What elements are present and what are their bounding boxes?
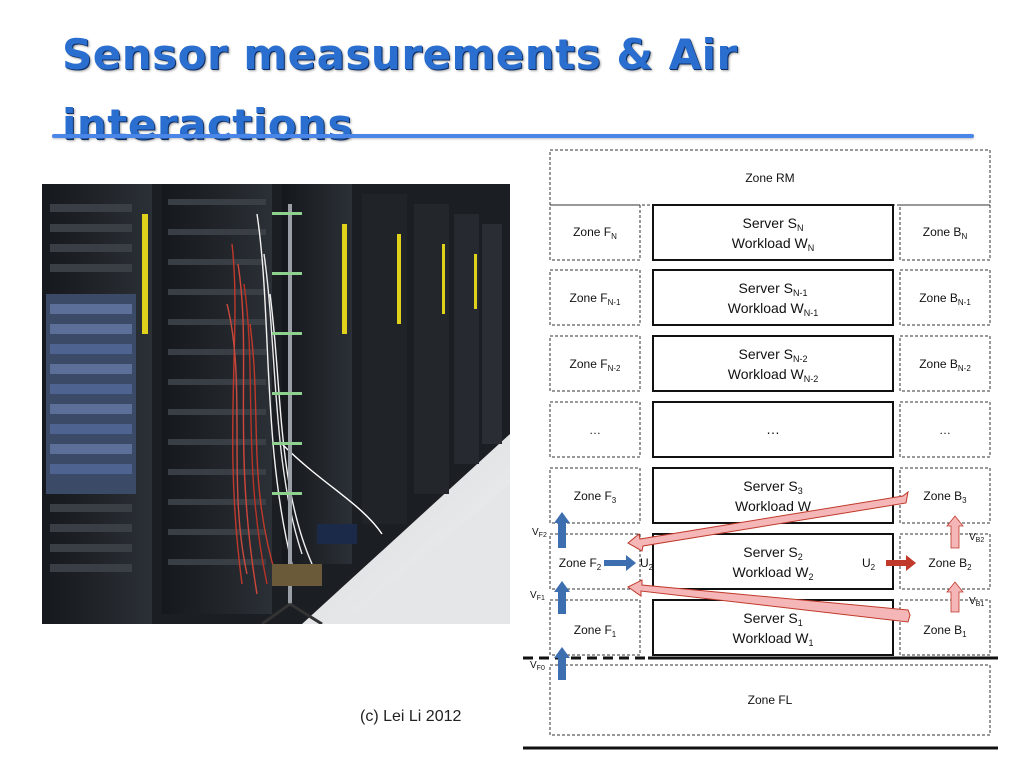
zone-back-label: Zone BN-1 [919,291,971,307]
workload-label: Workload WN-2 [728,366,819,384]
zone-front-label: Zone F3 [574,489,617,505]
laptop [317,524,357,544]
zone-back-label: Zone BN-2 [919,357,971,373]
zone-front-label: Zone FN-1 [570,291,621,307]
workload-label: Workload W [735,498,812,514]
zone-back-box [899,401,991,458]
recirculation-arrow-upper [627,490,909,552]
zone-front-box [549,467,641,524]
zone-back-box [899,335,991,392]
zone-front-label: Zone FN [573,225,617,241]
zone-back-label: Zone B3 [923,489,967,505]
zone-front-box [549,533,641,590]
zone-front-box [549,401,641,458]
zone-front-box [549,269,641,326]
server-label: Server SN [743,215,804,233]
zone-fl-label: Zone FL [748,693,793,707]
zone-back-box [899,204,991,261]
zone-back-box [899,269,991,326]
server-label: … [766,421,780,437]
row-2: Zone F2 Server S2 Workload W2 Zone B2 [549,533,991,590]
zone-front-label: Zone FN-2 [570,357,621,373]
vf2-label: VF2 [532,527,547,539]
photo-credit: (c) Lei Li 2012 [360,708,462,725]
server-rack-photo [42,184,510,624]
zone-back-label: Zone B2 [928,556,972,572]
workload-label: Workload WN [732,235,814,253]
zone-back-label: Zone BN [923,225,968,241]
server-box [652,335,894,392]
zone-fl-box [549,664,991,736]
zone-front-label: Zone F2 [559,556,602,572]
vb2-label: VB2 [969,532,984,544]
recirculation-arrow-lower [627,579,911,623]
server-box [652,533,894,590]
zone-front-box [549,335,641,392]
zone-front-box [549,204,641,261]
row-1: Zone F1 Server S1 Workload W1 Zone B1 [549,599,991,656]
sensor-cables [226,213,383,595]
rack-left [42,184,152,624]
sensor-pole [261,204,323,624]
vb1-label: VB1 [969,596,984,608]
title-underline [52,134,974,138]
row-n-2: Zone FN-2 Server SN-2 Workload WN-2 Zone… [549,335,991,392]
airflow-zone-diagram: Zone RM Zone FN Server SN Workload WN Zo… [523,149,998,750]
u2-exhaust-label: U2 [862,556,876,572]
workload-label: Workload WN-1 [728,300,819,318]
rack-middle [142,184,272,614]
zone-back-label: … [939,423,951,437]
slide-title-line-2: interactions [62,100,354,149]
server-box [652,204,894,261]
server-box [652,401,894,458]
back-flow-up-arrows [946,515,964,613]
server-box [652,269,894,326]
zone-back-label: Zone B1 [923,623,967,639]
u2-exhaust-arrow [886,555,916,571]
server-label: Server SN-2 [739,346,808,364]
zone-back-box [899,467,991,524]
datalogger-board [272,564,322,586]
workload-label: Workload W1 [733,630,814,648]
row-ellipsis: … … … [549,401,991,458]
server-label: Server S1 [743,610,802,628]
zone-back-box [899,599,991,656]
u2-intake-label: U2 [640,556,654,572]
vf0-label: VF0 [530,660,545,672]
server-label: Server S2 [743,544,802,562]
slide-title-line-1: Sensor measurements & Air [62,30,738,79]
zone-front-label: Zone F1 [574,623,617,639]
server-label: Server SN-1 [739,280,808,298]
rack-right [282,184,502,564]
server-box [652,467,894,524]
vf1-label: VF1 [530,590,545,602]
row-n-1: Zone FN-1 Server SN-1 Workload WN-1 Zone… [549,269,991,326]
zone-rm-label: Zone RM [745,171,794,185]
server-label: Server S3 [743,478,802,496]
row-3: Zone F3 Server S3 Workload W Zone B3 [549,467,991,524]
workload-label: Workload W2 [733,564,814,582]
zone-front-box [549,599,641,656]
u2-intake-arrow [604,555,636,571]
front-flow-up-arrows [554,512,570,680]
row-n: Zone FN Server SN Workload WN Zone BN [549,204,991,261]
zone-front-label: … [589,423,601,437]
